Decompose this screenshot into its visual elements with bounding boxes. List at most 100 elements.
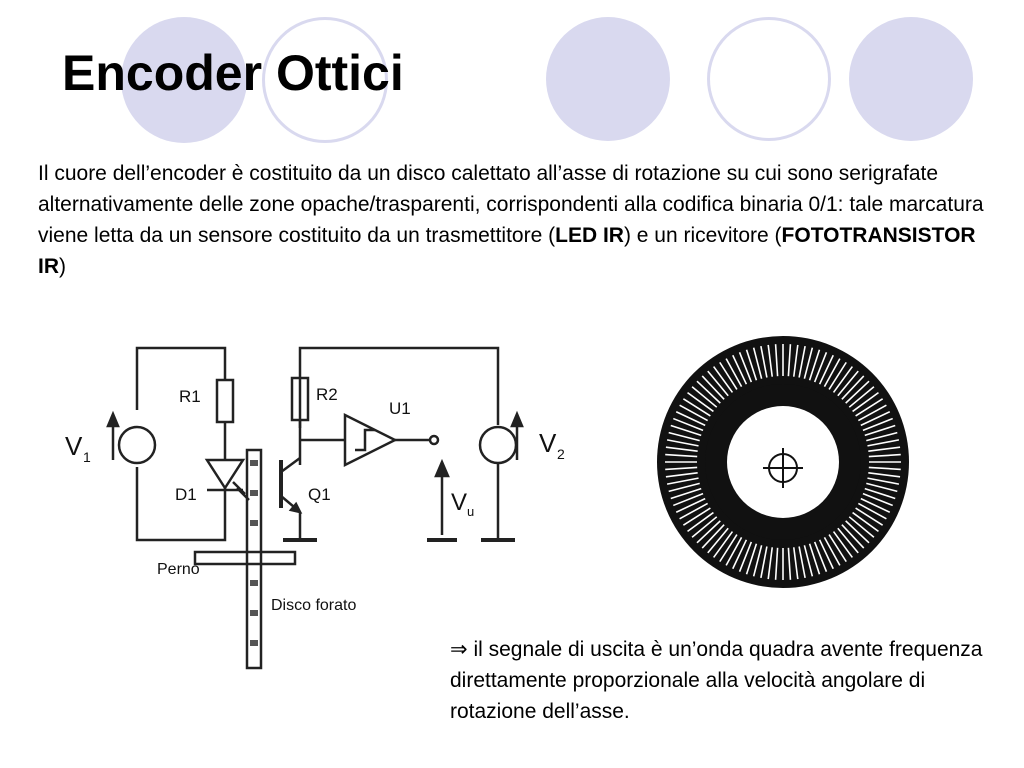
disc-slot (738, 541, 753, 573)
disc-slot (701, 524, 725, 549)
disc-slot (707, 370, 729, 397)
disc-slot (682, 507, 711, 526)
disc-slot (868, 466, 901, 471)
disc-slot (808, 543, 821, 575)
disc-slot (760, 546, 768, 579)
label-disco-forato: Disco forato (271, 597, 356, 614)
label-v2-sub: 2 (557, 446, 565, 462)
disc-slot (670, 424, 702, 437)
disc-slot (767, 344, 774, 377)
label-vu: V (451, 489, 467, 516)
decor-circle-filled-3 (849, 17, 973, 141)
disc-slot (852, 391, 879, 413)
disc-slot (670, 487, 702, 500)
disc-slot (837, 527, 859, 554)
disc-slot (787, 344, 792, 377)
disc-slot (665, 471, 698, 478)
disc-slot (868, 446, 901, 453)
note-text: il segnale di uscita è un’onda quadra av… (450, 638, 983, 723)
disc-slot (828, 361, 847, 390)
disc-slot (725, 358, 743, 388)
label-v2: V (539, 428, 557, 458)
disc-slot (725, 536, 743, 566)
output-signal-note: ⇒ il segnale di uscita è un’onda quadra … (450, 634, 1010, 727)
disc-slot (665, 446, 698, 453)
disc-slot (832, 366, 854, 393)
intro-text-3: ) (59, 255, 66, 278)
encoder-disc-image (657, 336, 909, 588)
disc-slot (857, 404, 887, 422)
disc-slot (787, 547, 792, 580)
disc-slot (668, 482, 700, 493)
encoder-circuit-diagram: V 1 R1 D1 R2 U1 Q1 V u V 2 Perno Disco f… (65, 346, 565, 670)
disc-slot (813, 541, 828, 573)
disc-slot (823, 358, 841, 388)
disc-slot (845, 520, 870, 544)
disc-slot (862, 417, 894, 432)
disc-slot (868, 453, 901, 458)
disc-slot (712, 366, 734, 393)
disc-slot (675, 411, 706, 427)
disc-slot (679, 502, 709, 520)
label-v1-sub: 1 (83, 449, 91, 465)
disc-slot (691, 516, 718, 538)
disc-slot (832, 531, 854, 558)
disc-slot (712, 531, 734, 558)
disc-slot (867, 439, 900, 447)
disc-slot (666, 477, 699, 485)
disc-slot (760, 345, 768, 378)
disc-slot (866, 431, 898, 442)
disc-slot (855, 507, 884, 526)
label-u1: U1 (389, 399, 411, 418)
disc-slot (672, 492, 704, 507)
disc-slot (837, 370, 859, 397)
disc-slot (841, 524, 865, 549)
disc-slot (864, 487, 896, 500)
disc-slot (864, 424, 896, 437)
disc-slot (691, 386, 718, 408)
disc-slot (745, 349, 758, 381)
implies-arrow-icon: ⇒ (450, 638, 468, 661)
disc-slot (848, 386, 875, 408)
disc-slot (719, 361, 738, 390)
disc-slot (855, 398, 884, 417)
disc-slot (732, 354, 748, 385)
disc-slot (792, 547, 799, 580)
disc-slot (866, 482, 898, 493)
intro-text-1: Il cuore dell’encoder è costituito da un… (38, 162, 984, 247)
disc-slot (732, 539, 748, 570)
slide-title: Encoder Ottici (62, 45, 404, 101)
decor-circle-outline-1 (262, 17, 388, 143)
disc-slot (668, 431, 700, 442)
intro-paragraph: Il cuore dell’encoder è costituito da un… (38, 158, 998, 282)
disc-slot (745, 543, 758, 575)
disc-slot (738, 351, 753, 383)
disc-slot (719, 534, 738, 563)
disc-slot (665, 453, 698, 458)
disc-slot (798, 546, 806, 579)
disc-slot (701, 375, 725, 400)
disc-slot (828, 534, 847, 563)
disc-slot (848, 516, 875, 538)
disc-slot (808, 349, 821, 381)
label-perno: Perno (157, 561, 200, 578)
label-v1: V (65, 431, 83, 461)
disc-slot (774, 547, 779, 580)
disc-slot (860, 497, 891, 513)
disc-slot (845, 380, 870, 404)
label-q1: Q1 (308, 485, 331, 504)
disc-slot (868, 471, 901, 478)
intro-bold-fototransistor: FOTOTRANSISTOR IR (38, 224, 976, 278)
disc-slot (752, 545, 763, 577)
label-r1: R1 (179, 387, 201, 406)
disc-slot (665, 466, 698, 471)
intro-bold-led: LED IR (555, 224, 624, 247)
disc-slot (818, 539, 834, 570)
disc-slot (857, 502, 887, 520)
disc-slot (767, 547, 774, 580)
decor-circle-outline-2 (707, 17, 831, 141)
disc-slot (666, 439, 699, 447)
label-d1: D1 (175, 485, 197, 504)
disc-slot (679, 404, 709, 422)
label-r2: R2 (316, 385, 338, 404)
